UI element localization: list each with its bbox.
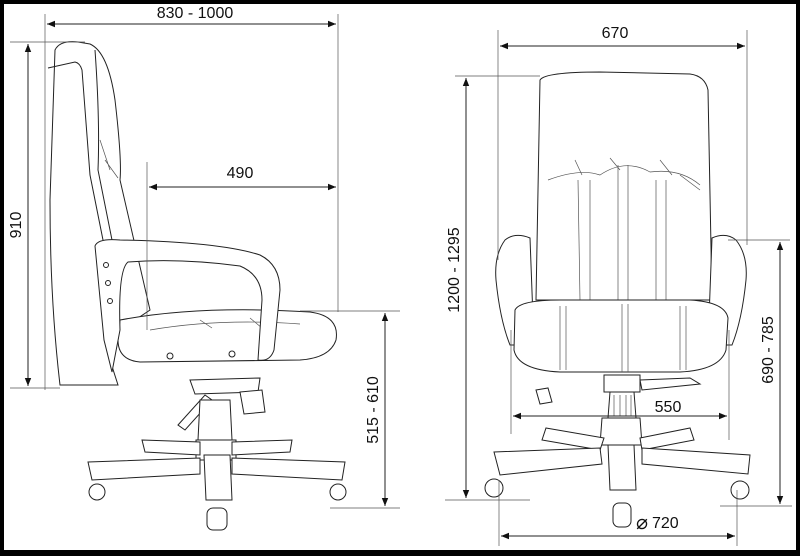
side-view-dimensions: 830 - 1000 910 490 515 - 610: [8, 5, 400, 509]
overall-height-label: 1200 - 1295: [446, 227, 463, 313]
back-height-label: 910: [8, 212, 25, 239]
seat-height-label: 515 - 610: [365, 376, 382, 444]
diameter-symbol: ⌀: [636, 512, 648, 534]
base-diameter-label: 720: [652, 515, 679, 532]
side-view-chair: [47, 41, 347, 531]
armrest-height-label: 690 - 785: [760, 316, 777, 384]
overall-width-label: 670: [602, 25, 629, 42]
overall-depth-label: 830 - 1000: [157, 5, 234, 22]
front-view-chair: [484, 71, 751, 528]
front-view-dimensions: 670 1200 - 1295 690 - 785 550 ⌀ 720: [445, 25, 792, 546]
seat-width-label: 550: [655, 399, 682, 416]
seat-depth-label: 490: [227, 165, 254, 182]
